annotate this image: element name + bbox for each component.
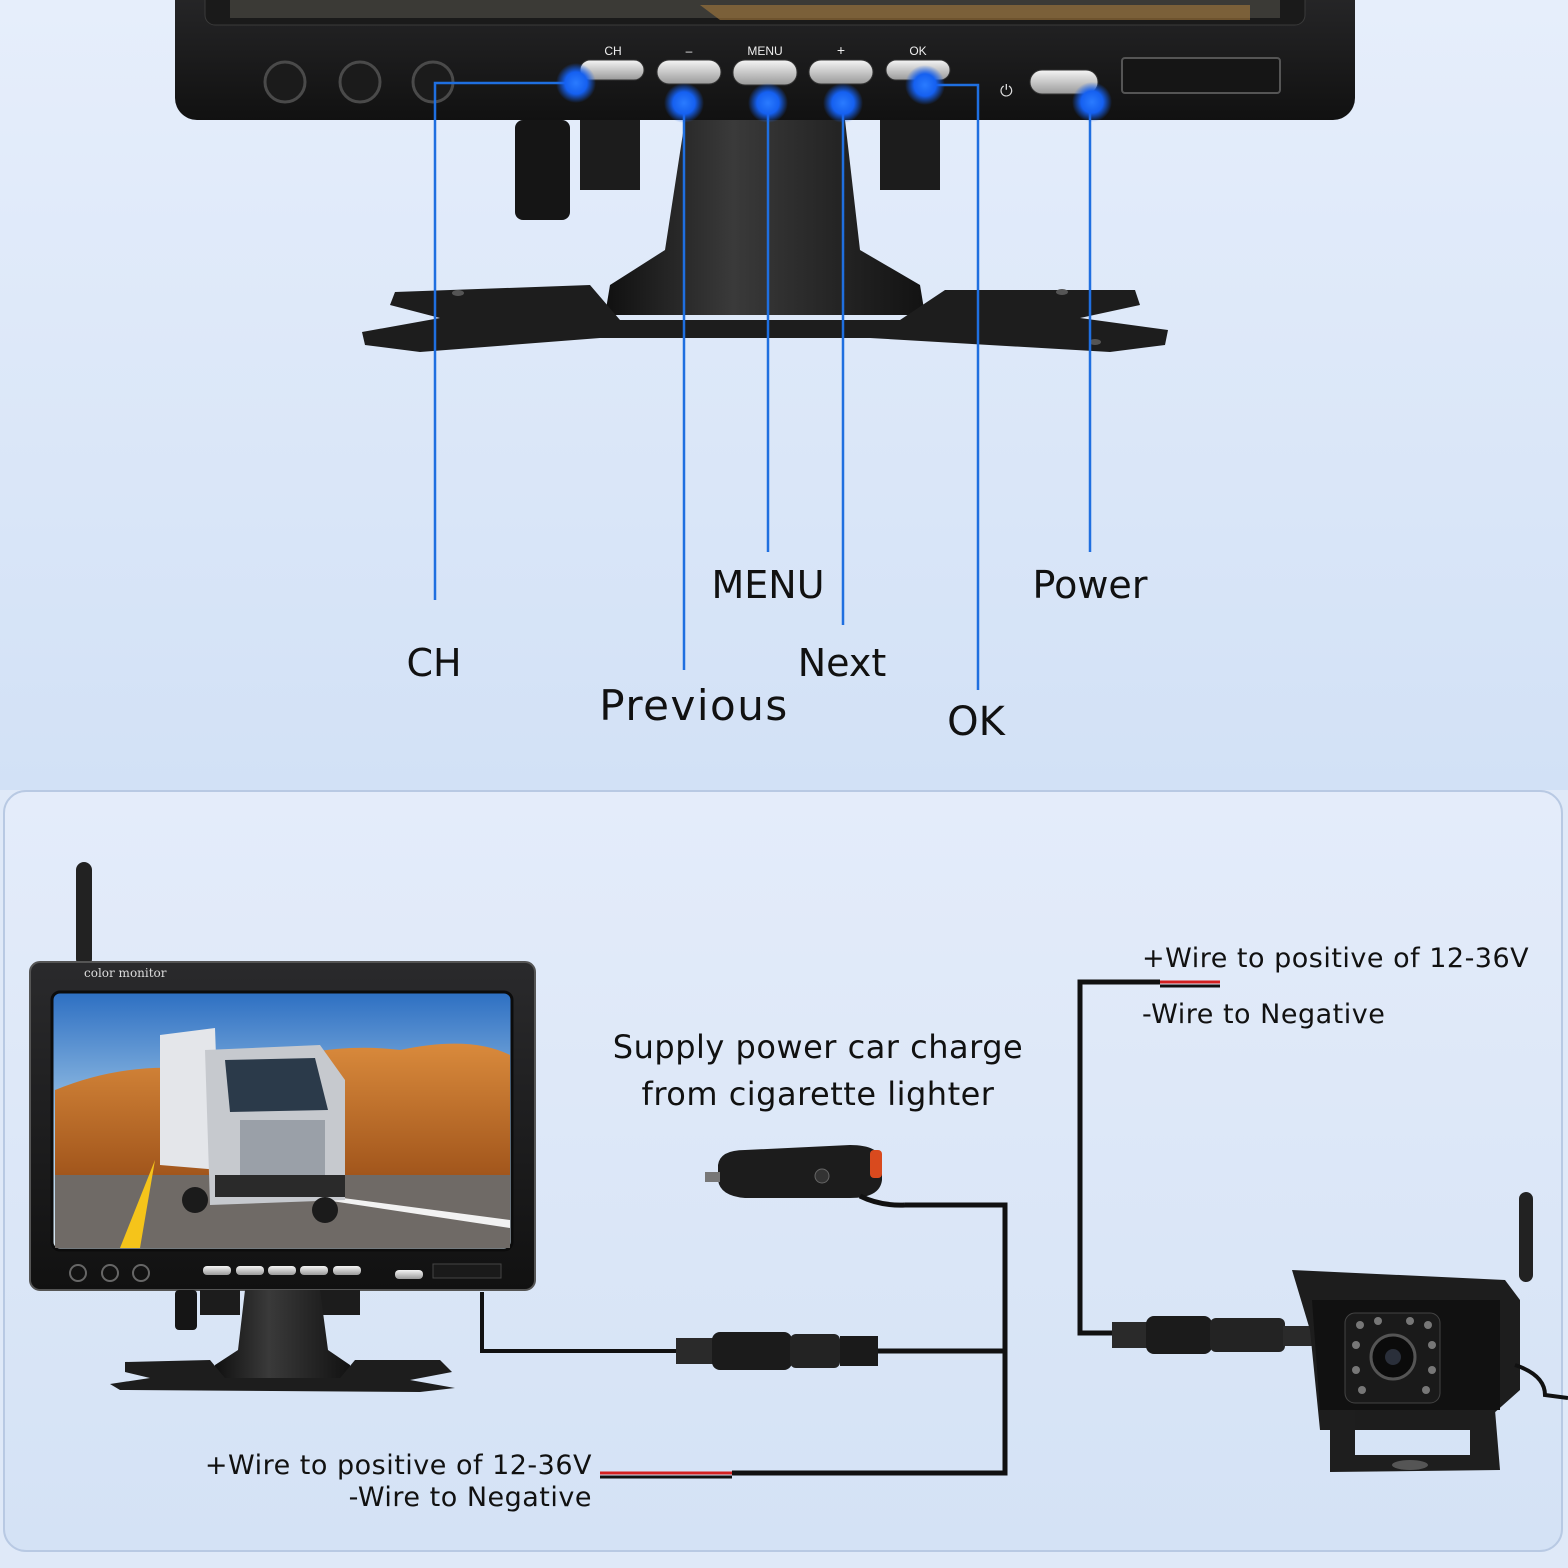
wiring [480, 979, 1220, 1479]
ok-button-label: OK [909, 44, 926, 58]
menu-button-label: MENU [747, 44, 782, 58]
camera-negative-label: -Wire to Negative [1142, 999, 1385, 1030]
monitor-brand-label: color monitor [84, 966, 167, 980]
minus-button[interactable] [656, 59, 722, 85]
plus-button[interactable] [808, 59, 874, 85]
callout-lines [433, 81, 1092, 690]
ch-dot [556, 63, 596, 103]
monitor-buttons: CH – MENU + OK [579, 42, 1099, 95]
monitor-positive-label: +Wire to positive of 12-36V [205, 1450, 592, 1481]
camera-positive-label: +Wire to positive of 12-36V [1142, 943, 1529, 974]
power-dot [1072, 82, 1112, 122]
callout-power: Power [1033, 563, 1148, 607]
ok-dot [905, 65, 945, 105]
camera-antenna [1519, 1192, 1533, 1282]
antenna [76, 862, 92, 967]
supply-power-line-1: Supply power car charge [613, 1028, 1023, 1066]
callout-previous: Previous [599, 681, 789, 730]
backup-camera [1292, 1192, 1568, 1472]
menu-dot [748, 83, 788, 123]
lighter-cable [732, 1202, 1008, 1476]
menu-button[interactable] [732, 59, 798, 86]
ch-button-label: CH [604, 44, 621, 58]
camera-connector [1112, 1316, 1313, 1354]
cigarette-lighter-plug [705, 1145, 906, 1208]
callout-dots [556, 63, 1112, 123]
next-dot [823, 83, 863, 123]
sensor-knob-2 [338, 60, 382, 104]
callout-menu: MENU [711, 563, 824, 607]
callout-ch: CH [406, 641, 461, 685]
ir-window [1121, 57, 1281, 94]
minus-button-label: – [686, 44, 693, 58]
monitor-to-connector-cable [480, 1292, 676, 1353]
supply-power-line-2: from cigarette lighter [642, 1075, 995, 1113]
callout-next: Next [798, 641, 887, 685]
camera-cable [1077, 979, 1160, 1336]
extension-connector [676, 1332, 878, 1370]
monitor-negative-label: -Wire to Negative [349, 1482, 592, 1513]
callout-ok: OK [947, 699, 1006, 745]
previous-dot [664, 83, 704, 123]
plus-button-label: + [837, 42, 845, 58]
monitor-full: color monitor [29, 862, 536, 1392]
sensor-knob-1 [263, 60, 307, 104]
power-glyph-icon: ⏻ [1000, 81, 1013, 100]
